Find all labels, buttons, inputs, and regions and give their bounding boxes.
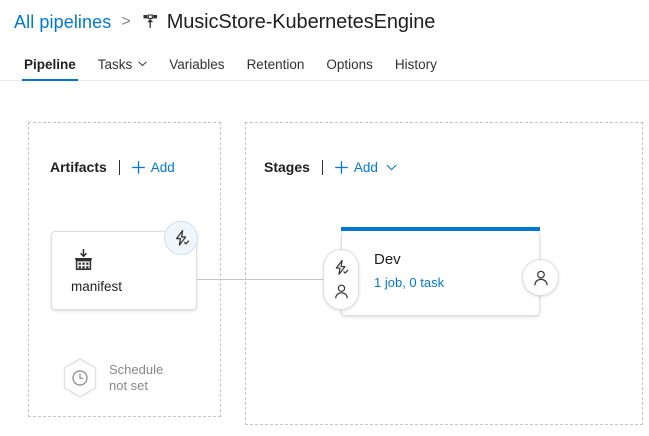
clock-icon: [72, 370, 88, 386]
plus-icon: [334, 160, 354, 175]
lightning-bolt-icon: [332, 259, 350, 277]
chevron-down-icon[interactable]: [386, 164, 397, 171]
tab-bar: Pipeline Tasks Variables Retention Optio…: [0, 48, 649, 81]
add-stage-label: Add: [353, 159, 378, 175]
schedule-hexagon: [60, 357, 100, 399]
tab-retention-label: Retention: [246, 56, 305, 72]
tab-history[interactable]: History: [384, 48, 448, 80]
publish-artifact-icon: [72, 248, 96, 272]
add-artifact-label: Add: [150, 159, 175, 175]
chevron-down-icon: [138, 61, 148, 67]
tab-pipeline[interactable]: Pipeline: [13, 48, 87, 81]
tab-history-label: History: [394, 56, 437, 72]
breadcrumb-all-pipelines-link[interactable]: All pipelines: [14, 11, 112, 32]
add-artifact-button[interactable]: Add: [131, 160, 175, 175]
artifact-name: manifest: [71, 279, 123, 294]
stages-header-divider: [321, 159, 323, 175]
stages-title: Stages: [264, 159, 310, 175]
stage-card-dev[interactable]: Dev 1 job, 0 task: [341, 227, 540, 316]
schedule-status: Schedule not set: [109, 362, 163, 394]
tab-tasks-label: Tasks: [97, 56, 133, 72]
pre-deployment-conditions-badge[interactable]: [323, 249, 359, 310]
person-icon: [532, 269, 550, 287]
tab-options-label: Options: [326, 56, 373, 72]
artifacts-header-divider: [118, 159, 120, 175]
person-icon: [333, 283, 350, 300]
tab-options[interactable]: Options: [315, 48, 384, 80]
tab-variables-label: Variables: [169, 56, 225, 72]
tab-retention[interactable]: Retention: [236, 48, 316, 80]
tab-tasks[interactable]: Tasks: [87, 48, 159, 80]
lightning-bolt-icon: [172, 229, 191, 248]
breadcrumb: All pipelines > MusicStore-KubernetesEng…: [14, 6, 435, 38]
post-deployment-conditions-badge[interactable]: [522, 259, 559, 296]
stage-job-task-count[interactable]: 1 job, 0 task: [374, 275, 445, 290]
add-stage-button[interactable]: Add: [334, 160, 378, 175]
schedule-line1: Schedule: [109, 362, 164, 377]
release-pipeline-icon: [140, 12, 160, 32]
page-title: MusicStore-KubernetesEngine: [166, 10, 436, 33]
tab-variables[interactable]: Variables: [158, 48, 235, 80]
plus-icon: [131, 160, 151, 175]
schedule-line2: not set: [109, 378, 149, 393]
stage-name: Dev: [374, 251, 401, 268]
stage-accent-bar: [341, 227, 540, 231]
breadcrumb-separator: >: [121, 13, 131, 30]
artifacts-header: Artifacts Add: [50, 157, 175, 177]
tab-pipeline-label: Pipeline: [24, 56, 76, 72]
artifacts-title: Artifacts: [50, 159, 107, 175]
schedule-trigger[interactable]: Schedule not set: [60, 357, 163, 399]
artifact-stage-connector: [197, 279, 343, 280]
stages-header: Stages Add: [264, 157, 397, 177]
continuous-deployment-trigger-badge[interactable]: [164, 221, 198, 255]
